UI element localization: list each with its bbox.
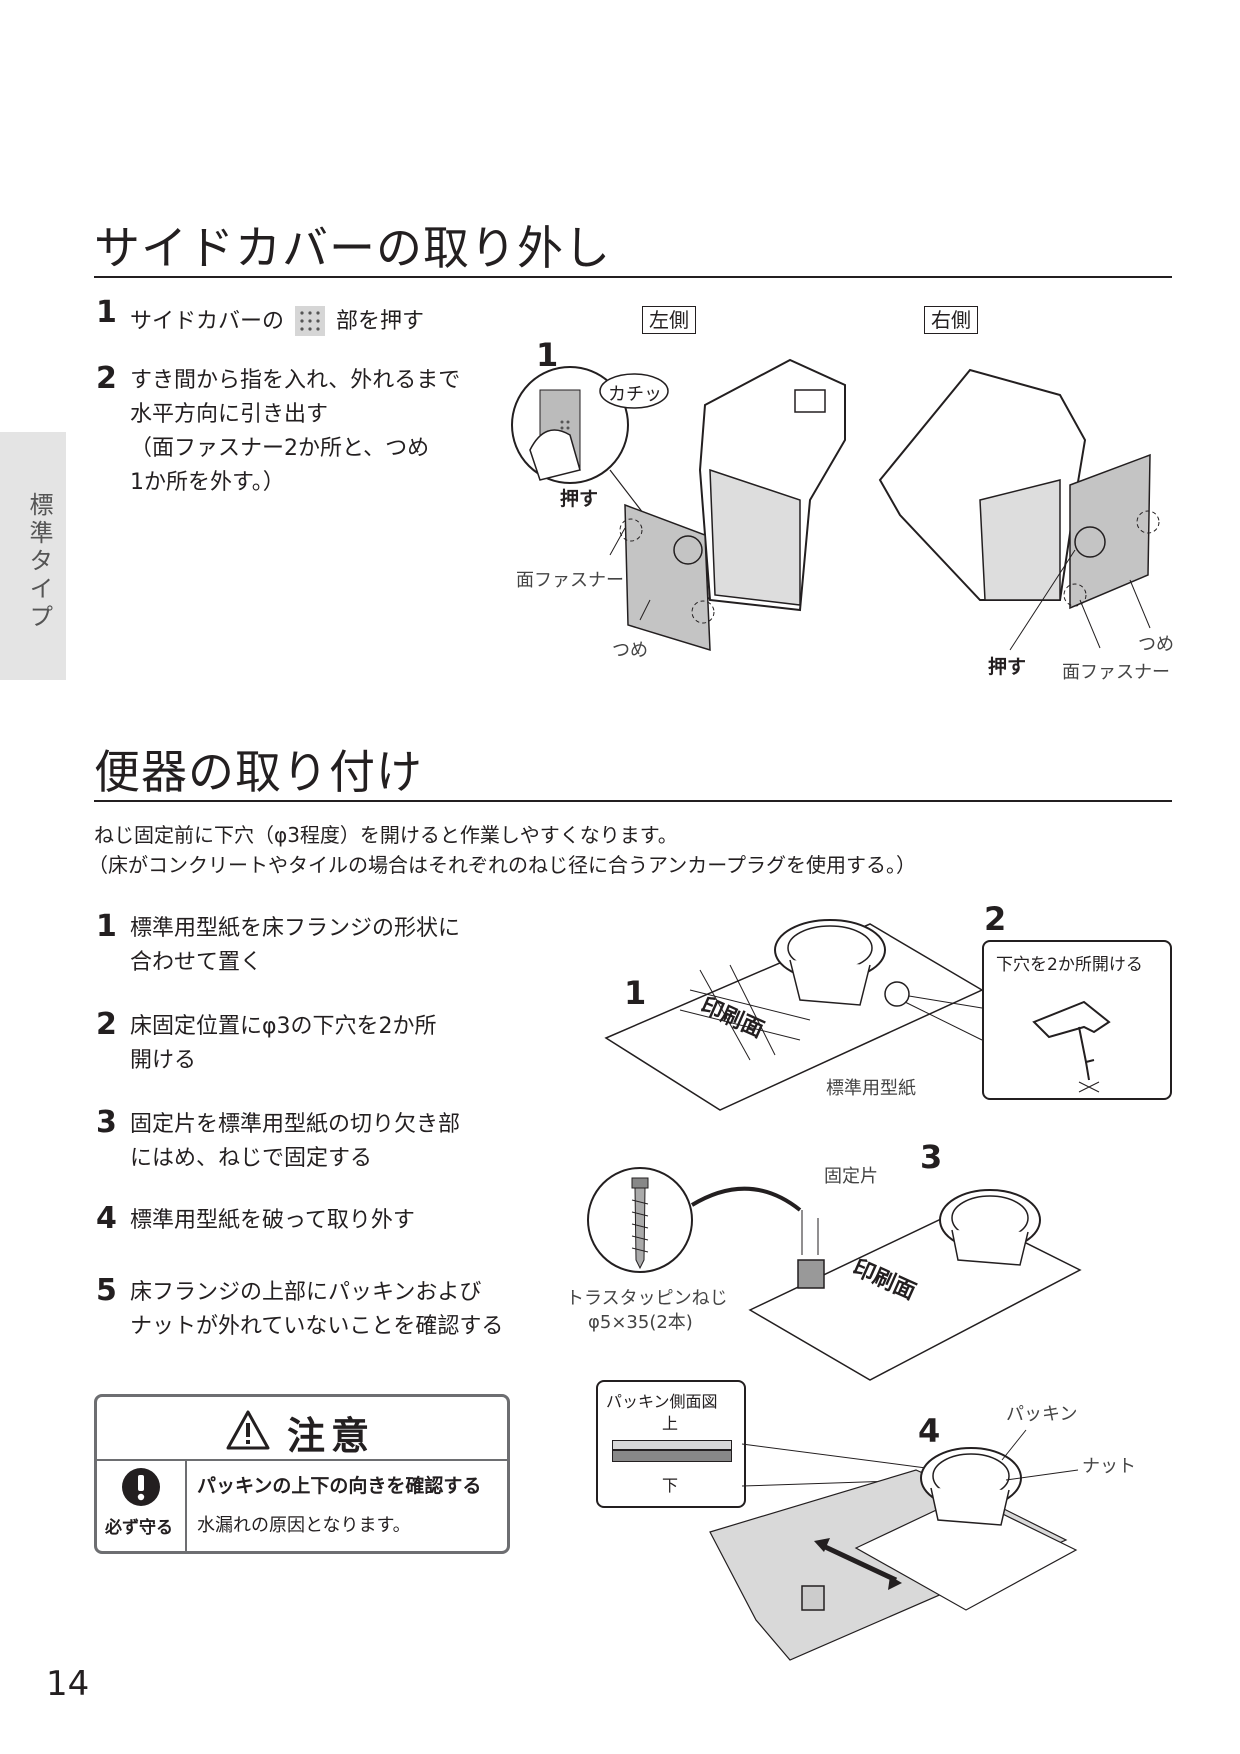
left-side-label: 左側: [642, 306, 696, 334]
push-label: 押す: [560, 488, 599, 510]
section1-title: サイドカバーの取り外し: [94, 221, 611, 275]
section2-rule: [94, 800, 1172, 802]
screw-name-label: トラスタッピンねじ: [566, 1288, 728, 1309]
section1-rule: [94, 276, 1172, 278]
fastener-right-label: 面ファスナー: [1062, 662, 1170, 683]
fig4-number: 4: [918, 1412, 941, 1450]
sound-text: カチッ: [608, 384, 662, 405]
fastener-left-label: 面ファスナー: [516, 570, 624, 591]
packing-section-box: パッキン側面図 上 下: [596, 1380, 746, 1508]
note-line-2: （床がコンクリートやタイルの場合はそれぞれのねじ径に合うアンカープラグを使用する…: [88, 853, 916, 877]
fig2-number: 2: [984, 900, 1007, 938]
side-tab-label: 標準タイプ: [25, 492, 53, 632]
screw-size-label: φ5×35(2本): [588, 1312, 693, 1333]
screw-illustration: [587, 1167, 1082, 1381]
dot-pattern-icon: [295, 306, 326, 336]
fig3-number: 3: [920, 1138, 943, 1176]
caution-vdivider: [185, 1459, 187, 1551]
template-label: 標準用型紙: [826, 1078, 916, 1099]
page-number: 14: [46, 1664, 90, 1704]
fig-step-number: 1: [536, 336, 559, 374]
right-side-label: 右側: [924, 306, 978, 334]
packing-upper: [612, 1440, 732, 1450]
packing-section-label: パッキン側面図: [606, 1392, 718, 1411]
caution-body: 水漏れの原因となります。: [197, 1515, 411, 1536]
bottom-label: 下: [662, 1476, 679, 1495]
packing-label: パッキン: [1006, 1404, 1078, 1425]
caution-title: 注意: [287, 1414, 376, 1458]
side-cover-illustration: [511, 358, 1160, 652]
top-label: 上: [662, 1414, 679, 1433]
drill-box: 下穴を2か所開ける: [982, 940, 1172, 1100]
drill-icon: [1032, 1000, 1111, 1093]
side-tab: 標準タイプ: [0, 432, 66, 680]
fig1-number: 1: [624, 974, 647, 1012]
push-right-label: 押す: [988, 656, 1027, 678]
caution-heading: パッキンの上下の向きを確認する: [197, 1475, 482, 1497]
packing-illustration: [709, 1429, 1079, 1661]
packing-lower: [612, 1450, 732, 1462]
claw-left-label: つめ: [612, 640, 648, 661]
claw-right-label: つめ: [1138, 634, 1174, 655]
drill-holes-label: 下穴を2か所開ける: [996, 955, 1143, 975]
caution-must: 必ず守る: [105, 1518, 173, 1538]
section2-title: 便器の取り付け: [94, 745, 423, 799]
caution-divider: [97, 1459, 507, 1461]
caution-box: 注意 必ず守る パッキンの上下の向きを確認する 水漏れの原因となります。: [94, 1394, 510, 1554]
mandatory-icon: [122, 1468, 160, 1506]
fixing-piece-label: 固定片: [824, 1166, 878, 1187]
note-line-1: ねじ固定前に下穴（φ3程度）を開けると作業しやすくなります。: [94, 823, 678, 847]
template-illustration: [604, 919, 984, 1111]
sound-bubble: [599, 373, 669, 409]
nut-label: ナット: [1082, 1456, 1136, 1477]
warning-triangle-icon: [226, 1410, 270, 1450]
